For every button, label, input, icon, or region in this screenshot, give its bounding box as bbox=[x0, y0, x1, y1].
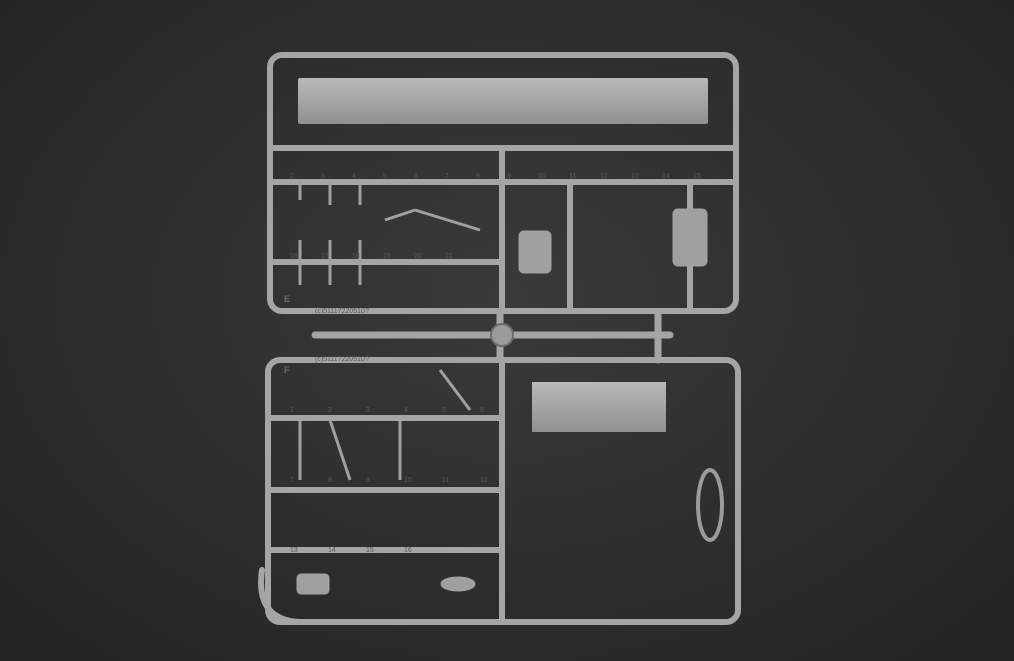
small-parts bbox=[296, 182, 708, 595]
part-long-panel-e bbox=[298, 78, 708, 124]
part-number: 16 bbox=[404, 547, 412, 554]
sprue-hub bbox=[490, 323, 514, 347]
part-number: 6 bbox=[414, 173, 418, 180]
part-number: 9 bbox=[366, 477, 370, 484]
part-number: 10 bbox=[538, 173, 546, 180]
part-number: 18 bbox=[352, 253, 360, 260]
sprue-letter-f: F bbox=[284, 365, 290, 375]
part-number: 7 bbox=[290, 477, 294, 484]
part-number: 15 bbox=[693, 173, 701, 180]
sprue-code-e: (c)51117220510? bbox=[315, 308, 369, 315]
part-number: 4 bbox=[352, 173, 356, 180]
part-panel-f bbox=[532, 382, 666, 432]
part-number: 17 bbox=[321, 253, 329, 260]
part-number: 13 bbox=[290, 547, 298, 554]
part-number: 7 bbox=[445, 173, 449, 180]
part-number: 10 bbox=[404, 477, 412, 484]
part-number: 9 bbox=[507, 173, 511, 180]
part-number: 13 bbox=[631, 173, 639, 180]
part-number: 8 bbox=[328, 477, 332, 484]
sprue-letter-e: E bbox=[284, 294, 290, 304]
part-number: 16 bbox=[290, 253, 298, 260]
part-number: 12 bbox=[600, 173, 608, 180]
part-number: 11 bbox=[569, 173, 576, 180]
part-number: 2 bbox=[328, 407, 332, 414]
part-number: 15 bbox=[366, 547, 374, 554]
part-number: 12 bbox=[480, 477, 488, 484]
part-number: 3 bbox=[366, 407, 370, 414]
part-number: 4 bbox=[404, 407, 408, 414]
part-number: 6 bbox=[480, 407, 484, 414]
part-number: 1 bbox=[290, 407, 294, 414]
part-number: 8 bbox=[476, 173, 480, 180]
part-number: 2 bbox=[290, 173, 294, 180]
part-number: 3 bbox=[321, 173, 325, 180]
part-number: 5 bbox=[442, 407, 446, 414]
part-number: 5 bbox=[383, 173, 387, 180]
part-number: 11 bbox=[442, 477, 449, 484]
sprue-frame-f bbox=[258, 357, 741, 625]
part-frame-oval bbox=[696, 468, 724, 542]
part-number: 21 bbox=[445, 253, 453, 260]
part-numbers-e: 2 3 4 5 6 7 8 9 10 11 12 13 14 15 16 17 18 19 20 21 bbox=[290, 173, 701, 260]
part-number: 19 bbox=[383, 253, 391, 260]
part-number: 14 bbox=[328, 547, 336, 554]
part-number: 14 bbox=[662, 173, 670, 180]
sprue-code-f: (c)51117220510? bbox=[315, 356, 369, 363]
part-number: 20 bbox=[414, 253, 422, 260]
